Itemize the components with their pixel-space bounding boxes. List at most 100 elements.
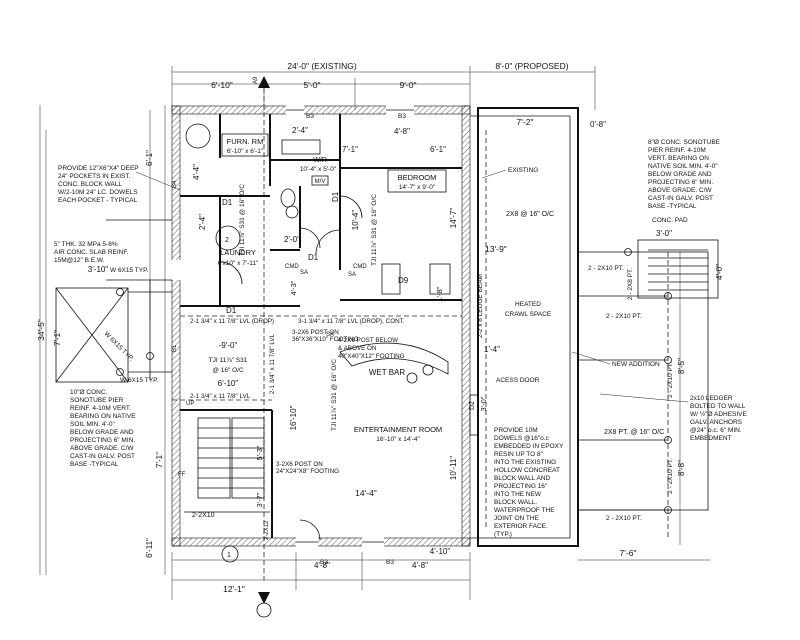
room-size: 6'x10" x 7'-11"	[218, 260, 259, 267]
beam-note: 2 - 2X10 PT.	[606, 515, 642, 522]
callout-line: BELOW GRADE AND	[648, 171, 712, 178]
door-tag: D1	[222, 198, 233, 207]
room-name-crawl-space: CRAWL SPACE	[505, 311, 552, 318]
existing-walls	[171, 105, 471, 547]
dim-label: 5'-3"	[255, 445, 264, 460]
dowel-note: PROVIDE 10M DOWELS @16"o.c EMBEDDED IN E…	[494, 427, 564, 538]
door-tag: D1	[308, 253, 319, 262]
dim-label: 3'-0"	[479, 396, 488, 411]
interior-walls	[172, 114, 462, 538]
smoke-alarm-tag: SA	[300, 270, 308, 276]
callout-line: BASE -TYPICAL	[648, 203, 697, 210]
dim-label: 6'-1"	[430, 145, 446, 154]
closet-icon	[381, 263, 401, 295]
proposed-addition	[469, 107, 719, 561]
beam-tag: B1	[172, 344, 178, 352]
structural-notes: TJI 11⅞" S31 @ 16" O/C TJI 11⅞" S31 @ 16…	[190, 184, 507, 540]
element-tags: B3 B3 B3 B3 B4 B1 D1 D1 D1 D1 D9 D2 SA S…	[172, 113, 476, 566]
joist-note: TJI 11⅞" S31 @ 16" O/C	[239, 184, 246, 256]
dim-label: 10'-11"	[449, 456, 458, 480]
bar-stool-icon	[422, 364, 434, 376]
joist-note: 2X8 @ 16" O/C	[506, 211, 554, 218]
beam-note: 2 - 2X10 PT.	[588, 265, 624, 272]
callout-line: 5" THK. 32 MPa 5-8%	[54, 241, 118, 248]
callout-line: AIR CONC. SLAB REINF.	[54, 249, 129, 256]
callout-line: BASE -TYPICAL	[70, 461, 119, 468]
callout-line: EACH POCKET - TYPICAL	[58, 197, 138, 204]
post-note: 3-2X6 POST ON	[292, 329, 339, 336]
joist-note: TJI 11⅞" S31 @ 16" O/C	[331, 359, 338, 431]
dim-label: 3'-7"	[255, 492, 264, 507]
door-swings	[219, 195, 363, 541]
post-note: 4-2X6 POST BELOW	[338, 337, 398, 344]
post-note: 24"X24"X8" FOOTING	[276, 468, 339, 475]
beam-note: W 6X15 TYP.	[110, 267, 149, 274]
fixtures	[185, 123, 451, 384]
stairs	[184, 417, 270, 563]
dim-label: 2'-0"	[284, 235, 300, 244]
pier-icon	[624, 248, 632, 256]
dim-label: 1'-8"	[435, 286, 444, 301]
room-name-heated: HEATED	[515, 301, 541, 308]
door-tag: D2	[469, 401, 476, 410]
beam-note: 2 - 2X8 PT.	[627, 268, 634, 300]
dim-label: 5'-0"	[304, 80, 321, 90]
callout-line: CAST-IN GALV. POST	[70, 453, 135, 460]
callout-line: W/2-10M 24" LC. DOWELS	[58, 189, 138, 196]
callout-line: BLOCK WALL AND	[494, 475, 551, 482]
smoke-alarm-tag: SA	[326, 332, 334, 338]
beam-tag: B3	[320, 559, 328, 566]
callout-line: BEARING ON NATIVE	[70, 413, 136, 420]
sink-icon	[285, 205, 299, 219]
dim-label: 6'-10"	[218, 379, 239, 388]
callout-line: 15M@12" B.E.W.	[54, 257, 105, 264]
room-name-wet-bar: WET BAR	[369, 368, 406, 377]
joist-note: TJI 11⅞" S31	[209, 357, 248, 364]
dim-label: 7'-1"	[53, 330, 62, 346]
pier-icon	[116, 368, 124, 376]
right-callouts: 8"Ø CONC. SONOTUBE PIER REINF. 4-10M VER…	[477, 139, 748, 522]
section-tag: A9	[253, 76, 259, 84]
left-callouts: PROVIDE 12"X6"X4" DEEP 24" POCKETS IN EX…	[54, 165, 181, 468]
room-name-bedroom: BEDROOM	[398, 173, 437, 182]
callout-line: VERT. BEARING ON	[648, 155, 709, 162]
section-marker-icon	[258, 592, 270, 604]
dim-label: 6'-1"	[145, 150, 154, 166]
callout-line: BLOCK WALL.	[494, 499, 537, 506]
callout-access-door: ACESS DOOR	[496, 377, 540, 384]
dim-label: 6'-10"	[211, 80, 233, 90]
lvl-note: 2-1 3/4" x 11 7/8" LVL (DROP)	[190, 318, 274, 325]
room-name-entertainment: ENTERTAINMENT ROOM	[354, 425, 442, 434]
callout-line: CONC. BLOCK WALL	[58, 181, 122, 188]
dim-label: 8'-8"	[677, 460, 686, 476]
access-door-icon	[469, 394, 479, 436]
ff-tag: FF	[178, 472, 186, 478]
door-tag: D1	[226, 306, 237, 315]
callout-line: WATERPROOF THE	[494, 507, 555, 514]
stair-tag-icon	[221, 545, 239, 563]
stair-header-note: 2-2X12	[264, 520, 270, 540]
stair-header-note: 2-2X10	[192, 512, 215, 519]
co-detector-tag: CMD	[353, 264, 367, 270]
dim-label: 0'-8"	[590, 120, 606, 129]
closet-icon	[429, 263, 451, 295]
dim-label: 2'-4"	[292, 126, 308, 135]
dim-label: 3'-0"	[656, 229, 672, 238]
dim-label: 7'-2"	[517, 117, 534, 127]
callout-line: 2x10 LEDGER	[690, 395, 733, 402]
post-note: 40"X40"X12" FOOTING	[338, 353, 405, 360]
dim-label: -9'-0"	[219, 341, 238, 350]
post-note: & ABOVE ON	[338, 345, 377, 352]
stair-up-label: UP	[186, 401, 194, 407]
dim-label: 6'-11"	[145, 538, 154, 558]
room-name-wr: W/R	[313, 157, 327, 164]
callout-line: PROJECTING 16"	[494, 483, 548, 490]
pier-icon	[664, 356, 672, 364]
dim-label: 16'-10"	[289, 405, 298, 430]
room-name-furn-rm: FURN. RM	[227, 137, 264, 146]
pier-icon	[664, 292, 672, 300]
dim-label: 12'-1"	[223, 584, 245, 594]
post-note: 36"X36"X10" FOOTING	[292, 336, 359, 343]
callout-line: GALV. ANCHORS	[690, 419, 743, 426]
